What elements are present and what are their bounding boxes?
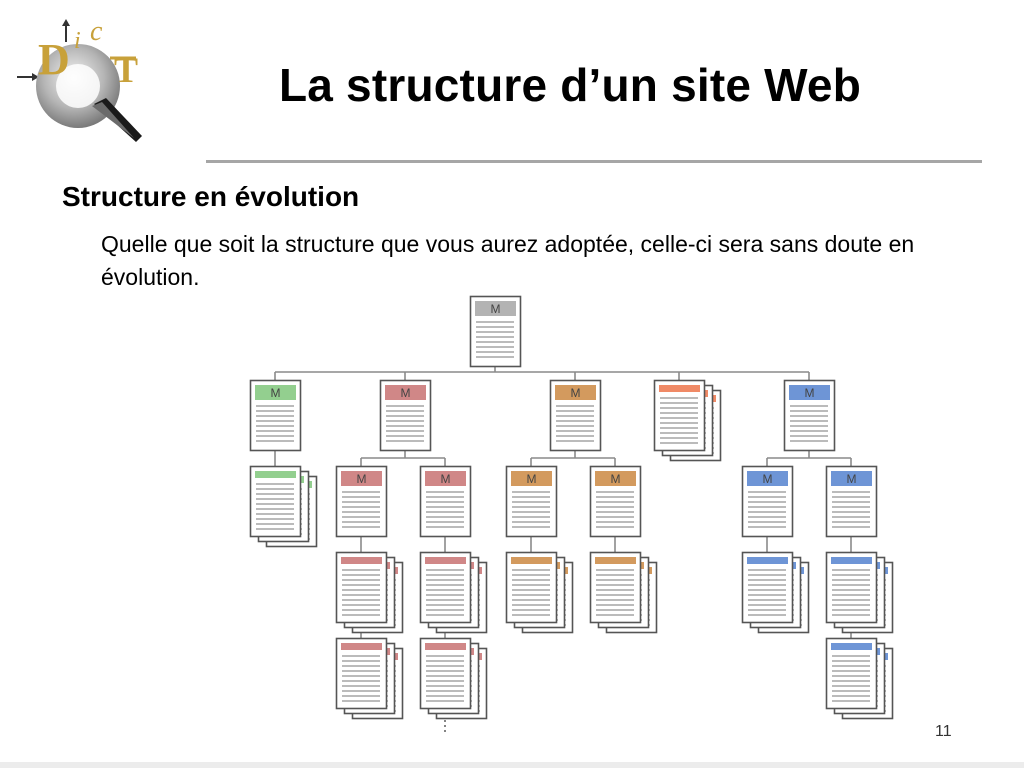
level3-blue-stack-0 bbox=[741, 551, 810, 634]
arrow-right-icon bbox=[17, 73, 39, 81]
tree-nodes: M M M M M M M M M M M bbox=[249, 295, 894, 720]
page-number: 11 bbox=[935, 723, 952, 740]
level1-page-0: M bbox=[249, 379, 302, 452]
level3-orange-stack-1 bbox=[589, 551, 658, 634]
level2-red-page-1: M bbox=[419, 465, 472, 538]
level3-red-stack-0 bbox=[335, 551, 404, 634]
level4-red-1-stack bbox=[419, 637, 488, 720]
page-marker-label: M bbox=[401, 386, 411, 400]
stacked-sheet-front bbox=[335, 551, 388, 624]
level3-red-stack-1 bbox=[419, 551, 488, 634]
level4-red-0-stack bbox=[335, 637, 404, 720]
page-marker-label: M bbox=[611, 472, 621, 486]
stacked-sheet-front bbox=[419, 637, 472, 710]
stacked-sheet-front bbox=[825, 551, 878, 624]
level2-green-stack bbox=[249, 465, 318, 548]
stacked-sheet-front bbox=[589, 551, 642, 624]
level2-orange-page-1: M bbox=[589, 465, 642, 538]
page-marker-label: M bbox=[491, 302, 501, 316]
stacked-sheet-front bbox=[505, 551, 558, 624]
dict-logo: D i c T bbox=[17, 16, 142, 142]
level2-blue-page-0: M bbox=[741, 465, 794, 538]
logo-letter-c: c bbox=[90, 16, 103, 47]
level1-page-4: M bbox=[783, 379, 836, 452]
page-marker-label: M bbox=[441, 472, 451, 486]
level1-page-1: M bbox=[379, 379, 432, 452]
level3-blue-stack-1 bbox=[825, 551, 894, 634]
slide-footer-band bbox=[0, 762, 1024, 768]
page-marker-label: M bbox=[357, 472, 367, 486]
arrow-up-icon bbox=[62, 19, 70, 42]
stacked-sheet-front bbox=[653, 379, 706, 452]
section-heading: Structure en évolution bbox=[62, 181, 360, 212]
root-page: M bbox=[469, 295, 522, 368]
level3-orange-stack-0 bbox=[505, 551, 574, 634]
level1-stack-3 bbox=[653, 379, 722, 462]
level2-red-page-0: M bbox=[335, 465, 388, 538]
slide-title: La structure d’un site Web bbox=[279, 59, 861, 111]
page-marker-label: M bbox=[271, 386, 281, 400]
tree-connectors bbox=[274, 366, 852, 734]
stacked-sheet-front bbox=[741, 551, 794, 624]
body-paragraph: Quelle que soit la structure que vous au… bbox=[101, 231, 915, 290]
level4-blue-1-stack bbox=[825, 637, 894, 720]
page-marker-label: M bbox=[805, 386, 815, 400]
page-marker-label: M bbox=[847, 472, 857, 486]
level1-page-2: M bbox=[549, 379, 602, 452]
stacked-sheet-front bbox=[335, 637, 388, 710]
site-structure-diagram: M M M M M M M M M M M bbox=[249, 295, 894, 734]
page-marker-label: M bbox=[763, 472, 773, 486]
level2-blue-page-1: M bbox=[825, 465, 878, 538]
stacked-sheet-front bbox=[825, 637, 878, 710]
level2-orange-page-0: M bbox=[505, 465, 558, 538]
stacked-sheet-front bbox=[249, 465, 302, 538]
page-marker-label: M bbox=[527, 472, 537, 486]
title-divider bbox=[206, 160, 982, 163]
logo-letter-i: i bbox=[74, 28, 81, 54]
page-marker-label: M bbox=[571, 386, 581, 400]
stacked-sheet-front bbox=[419, 551, 472, 624]
logo-letter-d: D bbox=[38, 35, 70, 84]
